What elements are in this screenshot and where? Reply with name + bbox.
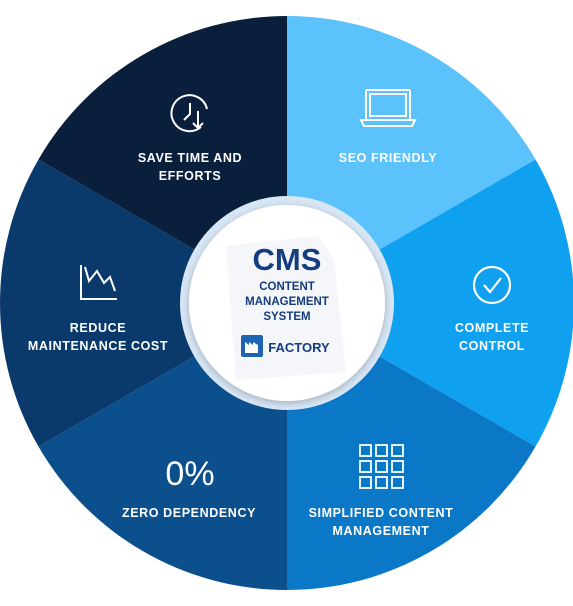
segment-label-line: SIMPLIFIED CONTENT xyxy=(309,506,454,520)
segment-label-line: EFFORTS xyxy=(159,169,222,183)
factory-logo-icon xyxy=(241,335,263,357)
segment-simplified-content-management: SIMPLIFIED CONTENT MANAGEMENT xyxy=(309,444,454,538)
segment-zero-dependency: 0% ZERO DEPENDENCY xyxy=(122,455,256,520)
segment-label-line: REDUCE xyxy=(70,321,126,335)
segment-label-line: MANAGEMENT xyxy=(333,524,430,538)
check-circle-icon xyxy=(472,265,512,305)
center-title: CMS xyxy=(253,242,322,277)
chart-decline-icon xyxy=(80,265,117,300)
segment-label-line: CONTROL xyxy=(459,339,525,353)
wheel-segment-control xyxy=(287,159,573,447)
segment-complete-control: COMPLETE CONTROL xyxy=(455,265,529,353)
segment-label-line: ZERO DEPENDENCY xyxy=(122,506,256,520)
center-hub: CMS CONTENT MANAGEMENT SYSTEM FACTORY xyxy=(180,196,394,410)
segment-label-line: COMPLETE xyxy=(455,321,529,335)
laptop-icon xyxy=(359,89,417,127)
segment-save-time-and-efforts: SAVE TIME AND EFFORTS xyxy=(138,94,242,183)
segment-label-line: SEO FRIENDLY xyxy=(339,151,437,165)
percent-icon: 0% xyxy=(165,455,214,493)
segment-label-line: SAVE TIME AND xyxy=(138,151,242,165)
segment-label-line: MAINTENANCE COST xyxy=(28,339,168,353)
brand-name: FACTORY xyxy=(268,340,330,355)
center-subtitle-line: CONTENT xyxy=(259,281,315,293)
segment-reduce-maintenance-cost: REDUCE MAINTENANCE COST xyxy=(28,265,168,353)
clock-down-icon xyxy=(170,94,208,133)
wheel-segment-reduce xyxy=(0,159,287,447)
segment-seo-friendly: SEO FRIENDLY xyxy=(339,89,437,165)
grid-icon xyxy=(359,444,404,489)
center-subtitle-line: MANAGEMENT xyxy=(245,296,329,308)
center-subtitle-line: SYSTEM xyxy=(263,311,310,323)
